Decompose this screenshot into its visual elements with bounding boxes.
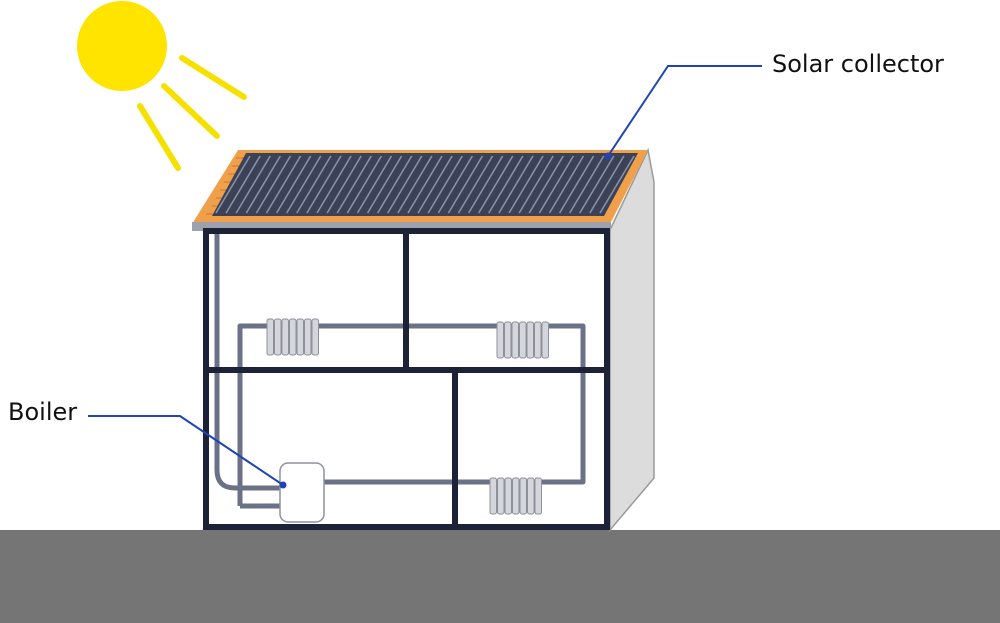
radiator-fin bbox=[497, 477, 505, 515]
solar-leader-dot bbox=[604, 152, 612, 160]
panel-stripe bbox=[538, 155, 575, 214]
radiator-fin bbox=[526, 321, 534, 359]
panel-stripe bbox=[235, 155, 271, 214]
radiator-fin bbox=[519, 321, 527, 359]
panel-stripe bbox=[275, 155, 312, 214]
radiator-icon bbox=[266, 318, 319, 356]
panel-stripe bbox=[397, 155, 433, 214]
panel-stripe bbox=[478, 155, 514, 214]
panel-stripe bbox=[599, 155, 635, 214]
panel-stripe bbox=[427, 155, 463, 214]
house-frame bbox=[203, 228, 610, 530]
panel-stripe bbox=[467, 155, 504, 214]
panel-stripe bbox=[447, 155, 484, 214]
solar-panel-icon bbox=[212, 153, 638, 216]
radiator-fin bbox=[266, 318, 274, 356]
radiator-fin bbox=[281, 318, 289, 356]
radiator-fin bbox=[489, 477, 497, 515]
panel-stripe bbox=[215, 155, 251, 214]
boiler-leader-dot bbox=[279, 481, 287, 489]
radiator-fin bbox=[534, 477, 542, 515]
panel-stripe bbox=[336, 155, 372, 214]
radiator-fin bbox=[296, 318, 304, 356]
boiler-label: Boiler bbox=[8, 398, 78, 426]
panel-stripe bbox=[457, 155, 494, 214]
panel-stripe bbox=[326, 155, 362, 214]
leader-lines bbox=[88, 65, 762, 486]
panel-stripe bbox=[417, 155, 453, 214]
panel-stripe bbox=[356, 155, 393, 214]
radiator-fin bbox=[504, 321, 512, 359]
panel-stripe bbox=[255, 155, 292, 214]
radiator-fin bbox=[289, 318, 297, 356]
radiator-fin bbox=[527, 477, 535, 515]
panel-stripe bbox=[296, 155, 332, 214]
panel-stripe bbox=[568, 155, 605, 214]
radiator-fin bbox=[504, 477, 512, 515]
radiator-fin bbox=[496, 321, 504, 359]
radiator-fin bbox=[311, 318, 319, 356]
radiator-icon bbox=[496, 321, 549, 359]
panel-stripe bbox=[245, 155, 282, 214]
panel-stripe bbox=[548, 155, 585, 214]
panel-stripe bbox=[387, 155, 423, 214]
boiler-icon bbox=[279, 462, 325, 523]
panel-stripe bbox=[316, 155, 352, 214]
panel-stripe bbox=[528, 155, 564, 214]
panel-stripe bbox=[286, 155, 322, 214]
panel-stripe bbox=[558, 155, 595, 214]
panel-stripe bbox=[589, 155, 625, 214]
panel-stripe bbox=[518, 155, 554, 214]
radiator-fin bbox=[304, 318, 312, 356]
panel-stripe bbox=[437, 155, 474, 214]
radiator-fin bbox=[512, 477, 520, 515]
ground bbox=[0, 530, 1000, 623]
panel-stripe bbox=[346, 155, 383, 214]
panel-stripe bbox=[225, 155, 261, 214]
panel-stripe bbox=[407, 155, 443, 214]
panel-stripe bbox=[376, 155, 413, 214]
panel-stripe bbox=[488, 155, 524, 214]
panel-stripe bbox=[366, 155, 403, 214]
panel-stripe bbox=[508, 155, 544, 214]
panel-stripe bbox=[498, 155, 534, 214]
radiator-icon bbox=[489, 477, 542, 515]
radiator-fin bbox=[274, 318, 282, 356]
panel-stripe bbox=[306, 155, 342, 214]
radiator-fin bbox=[511, 321, 519, 359]
radiator-fin bbox=[541, 321, 549, 359]
panel-stripe bbox=[579, 155, 615, 214]
panel-stripe bbox=[265, 155, 302, 214]
radiator-fin bbox=[534, 321, 542, 359]
radiator-fin bbox=[519, 477, 527, 515]
solar-collector-label: Solar collector bbox=[772, 50, 944, 78]
sun-icon bbox=[77, 1, 247, 171]
